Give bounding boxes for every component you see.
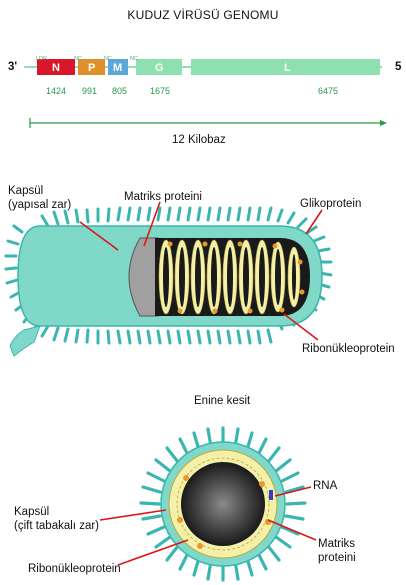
cross-section-title: Enine kesit <box>194 394 250 408</box>
gene-n-size: 1424 <box>46 84 66 98</box>
virion-side-view <box>6 208 331 356</box>
label-rnp-cross: Ribonükleoprotein <box>28 562 121 576</box>
rna-mark <box>269 490 273 500</box>
gene-m-label: M <box>113 61 122 75</box>
label-matrix-cross: Matriks proteini <box>318 537 356 565</box>
length-arrowhead <box>380 120 387 126</box>
gene-l-size: 6475 <box>318 84 338 98</box>
gene-m-size: 805 <box>112 84 127 98</box>
gene-g-size: 1675 <box>150 84 170 98</box>
gene-tag-nc-2: NC <box>104 52 112 66</box>
gene-p-label: P <box>88 61 95 75</box>
label-rnp-side: Ribonükleoprotein <box>302 342 395 356</box>
gene-tag-nc-3: NC <box>130 52 138 66</box>
gene-l-label: L <box>284 61 291 75</box>
virion-cross-section <box>141 428 305 580</box>
gene-n-label: N <box>52 61 60 75</box>
label-capsule-cross: Kapsül (çift tabakalı zar) <box>14 505 99 533</box>
coil-gaps <box>163 247 296 307</box>
gene-p-size: 991 <box>82 84 97 98</box>
virion-tail <box>10 326 40 356</box>
label-matrix-side: Matriks proteini <box>124 190 202 204</box>
cross-core <box>181 462 265 546</box>
label-glyco-side: Glikoprotein <box>300 197 361 211</box>
label-rna-cross: RNA <box>313 479 337 493</box>
gene-tag-nc-1: NC <box>74 52 82 66</box>
gene-tag-ldr: LDR <box>36 52 47 66</box>
genome-length-label: 12 Kilobaz <box>172 133 226 147</box>
label-capsule-side: Kapsül (yapısal zar) <box>8 184 71 212</box>
gene-g-label: G <box>155 61 164 75</box>
